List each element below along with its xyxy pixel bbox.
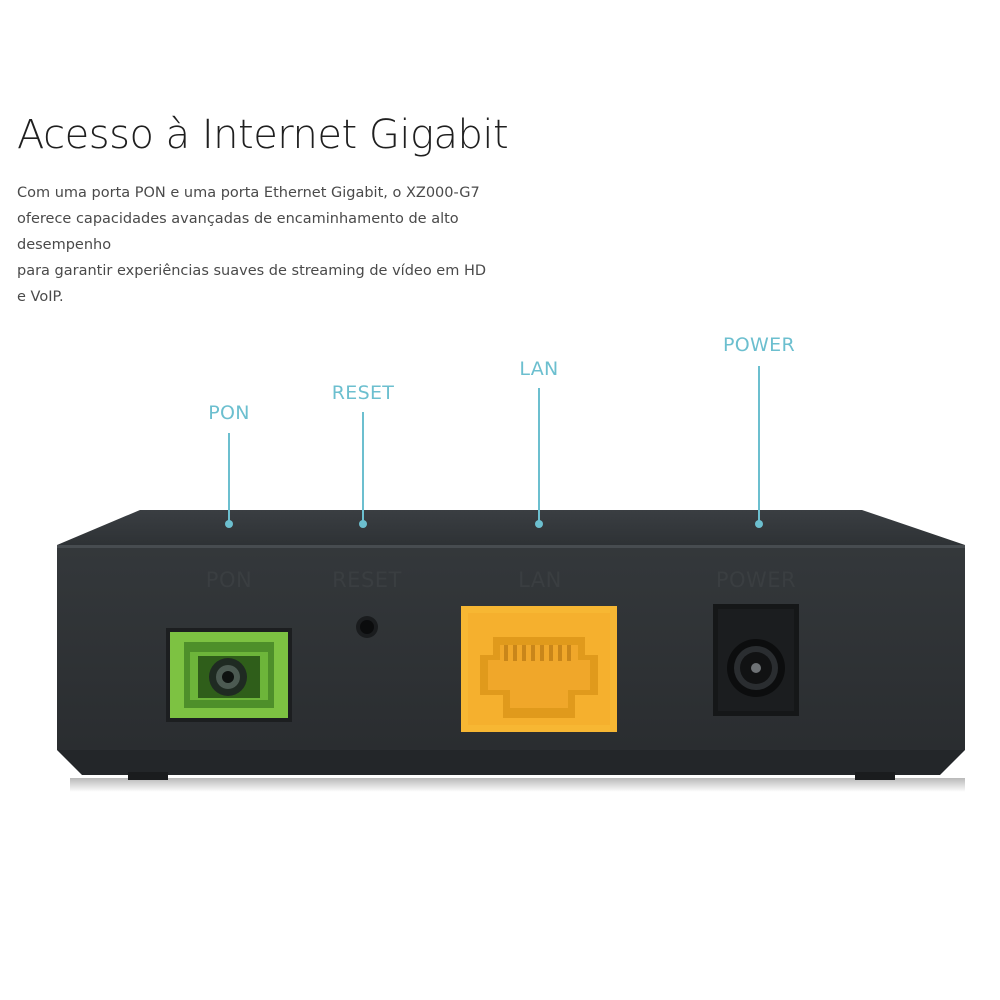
page-title: Acesso à Internet Gigabit xyxy=(17,112,509,158)
device-bottom xyxy=(57,750,965,775)
description-line: oferece capacidades avançadas de encamin… xyxy=(17,211,459,227)
ground-shadow xyxy=(70,778,965,792)
embossed-label-power: POWER xyxy=(716,568,796,592)
callout-label-reset: RESET xyxy=(331,382,395,404)
power-jack xyxy=(713,604,799,716)
callout-label-power: POWER xyxy=(723,334,795,356)
embossed-label-pon: PON xyxy=(206,568,252,592)
device-top xyxy=(57,510,965,545)
foot-left xyxy=(128,772,168,780)
lan-port xyxy=(461,606,617,732)
embossed-label-lan: LAN xyxy=(518,568,562,592)
device-edge-highlight xyxy=(57,545,965,548)
callout-line-power xyxy=(758,366,760,523)
reset-button-hole xyxy=(356,616,378,638)
callout-line-pon xyxy=(228,433,230,523)
callout-dot-pon xyxy=(225,520,233,528)
callout-dot-reset xyxy=(359,520,367,528)
callout-dot-lan xyxy=(535,520,543,528)
callout-line-reset xyxy=(362,412,364,523)
callout-dot-power xyxy=(755,520,763,528)
description-line: para garantir experiências suaves de str… xyxy=(17,263,487,279)
foot-right xyxy=(855,772,895,780)
description-line: e VoIP. xyxy=(17,289,64,305)
pon-port xyxy=(166,628,292,722)
callout-label-lan: LAN xyxy=(519,358,559,380)
callout-line-lan xyxy=(538,388,540,523)
embossed-label-reset: RESET xyxy=(332,568,402,592)
callout-label-pon: PON xyxy=(208,402,250,424)
description: Com uma porta PON e uma porta Ethernet G… xyxy=(17,180,517,310)
description-line: Com uma porta PON e uma porta Ethernet G… xyxy=(17,185,480,201)
description-line: desempenho xyxy=(17,237,112,253)
